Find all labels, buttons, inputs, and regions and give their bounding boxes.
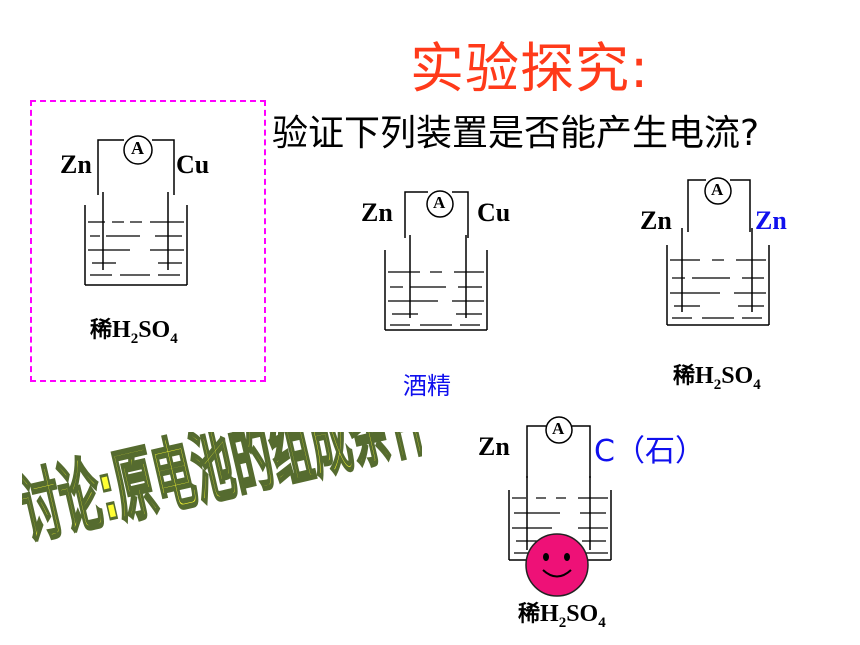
ammeter-label: A — [552, 419, 565, 438]
apparatus-2-solution: 酒精 — [403, 372, 451, 400]
question-text: 验证下列装置是否能产生电流? — [272, 113, 760, 154]
ammeter-label: A — [433, 193, 446, 212]
apparatus-1-solution: 稀H2SO4 — [90, 317, 178, 347]
apparatus-4-solution: 稀H2SO4 — [518, 601, 606, 631]
apparatus-2-right-electrode: Cu — [477, 198, 511, 227]
apparatus-1-right-electrode: Cu — [176, 150, 210, 179]
ammeter-icon — [545, 416, 573, 444]
ammeter-label: A — [711, 180, 724, 199]
discussion-text: 讨论:原电池的组成条件有哪些? — [22, 432, 422, 556]
discussion-wordart: 讨论:原电池的组成条件有哪些? — [22, 432, 422, 558]
ammeter-icon — [123, 135, 153, 165]
apparatus-1-left-electrode: Zn — [60, 150, 92, 179]
smiley-icon — [525, 533, 589, 597]
apparatus-2-left-electrode: Zn — [361, 198, 393, 227]
apparatus-4-right-electrode: C（石） — [594, 434, 705, 469]
apparatus-3-drawing — [666, 177, 770, 326]
apparatus-1-drawing — [84, 135, 188, 286]
apparatus-3-solution: 稀H2SO4 — [673, 363, 761, 393]
highlight-box — [30, 100, 266, 382]
ammeter-label: A — [131, 138, 144, 158]
page-title: 实验探究: — [410, 37, 650, 100]
ammeter-icon — [704, 177, 732, 205]
apparatus-4-left-electrode: Zn — [478, 432, 510, 461]
apparatus-3-left-electrode: Zn — [640, 206, 672, 235]
ammeter-icon — [426, 190, 454, 218]
apparatus-4-drawing — [508, 416, 612, 597]
apparatus-2-drawing — [384, 190, 488, 331]
apparatus-3-right-electrode: Zn — [755, 206, 787, 235]
